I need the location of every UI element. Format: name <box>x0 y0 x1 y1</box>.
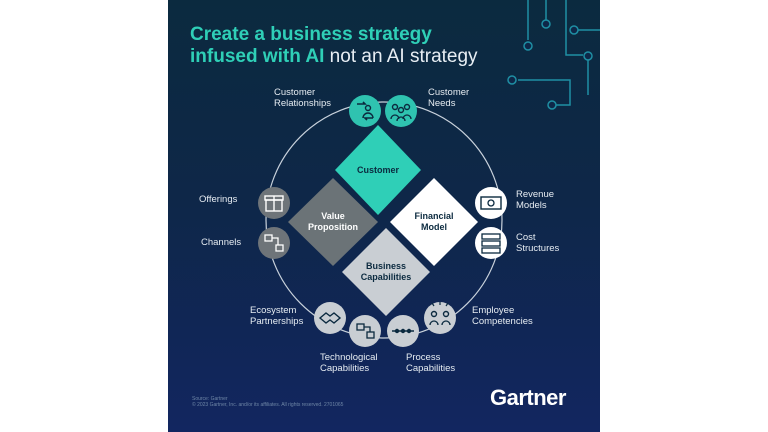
framework-circle <box>265 101 503 339</box>
infographic-card: Create a business strategy infused with … <box>168 0 600 432</box>
label-offerings: Offerings <box>199 194 238 205</box>
diamond-customer <box>335 125 421 215</box>
node-customer-relationships-icon <box>349 95 381 127</box>
node-technological-capabilities-icon <box>349 315 381 347</box>
diamond-business-capabilities <box>342 228 430 316</box>
node-offerings-icon <box>258 187 290 219</box>
title-rest: not an AI strategy <box>324 46 478 67</box>
title-line-2: infused with AI not an AI strategy <box>190 46 478 68</box>
diamond-financial-model <box>390 178 478 266</box>
source-note: Source: Gartner © 2023 Gartner, Inc. and… <box>192 396 344 408</box>
diamond-label-financial-model: Financial Model <box>414 211 454 232</box>
node-employee-competencies-icon <box>424 302 456 334</box>
node-channels-icon <box>258 227 290 259</box>
label-employee-competencies: Employee Competencies <box>472 305 533 327</box>
label-revenue-models: Revenue Models <box>516 189 555 211</box>
label-process-capabilities: Process Capabilities <box>406 352 456 374</box>
diamond-value-proposition <box>288 178 378 266</box>
node-customer-needs-icon <box>385 95 417 127</box>
label-channels: Channels <box>201 237 242 248</box>
node-ecosystem-partnerships-icon <box>314 302 346 334</box>
diagram-graphics <box>258 0 600 347</box>
label-ecosystem-partnerships: Ecosystem Partnerships <box>250 305 304 327</box>
label-customer-needs: Customer Needs <box>428 87 470 109</box>
label-technological-capabilities: Technological Capabilities <box>320 352 378 374</box>
diamond-label-customer: Customer <box>356 165 399 175</box>
circuit-decoration <box>507 0 600 110</box>
diamond-label-business-capabilities: Business Capabilities <box>360 261 412 282</box>
label-cost-structures: Cost Structures <box>516 232 560 254</box>
node-process-capabilities-icon <box>387 315 419 347</box>
label-customer-relationships: Customer Relationships <box>274 87 332 109</box>
gartner-logo: Gartner <box>490 385 566 410</box>
diamond-label-value-proposition: Value Proposition <box>308 211 358 232</box>
node-cost-structures-icon <box>475 227 507 259</box>
title-line-1: Create a business strategy <box>190 24 432 45</box>
node-revenue-models-icon <box>475 187 507 219</box>
title-highlight: infused with AI <box>190 46 325 67</box>
